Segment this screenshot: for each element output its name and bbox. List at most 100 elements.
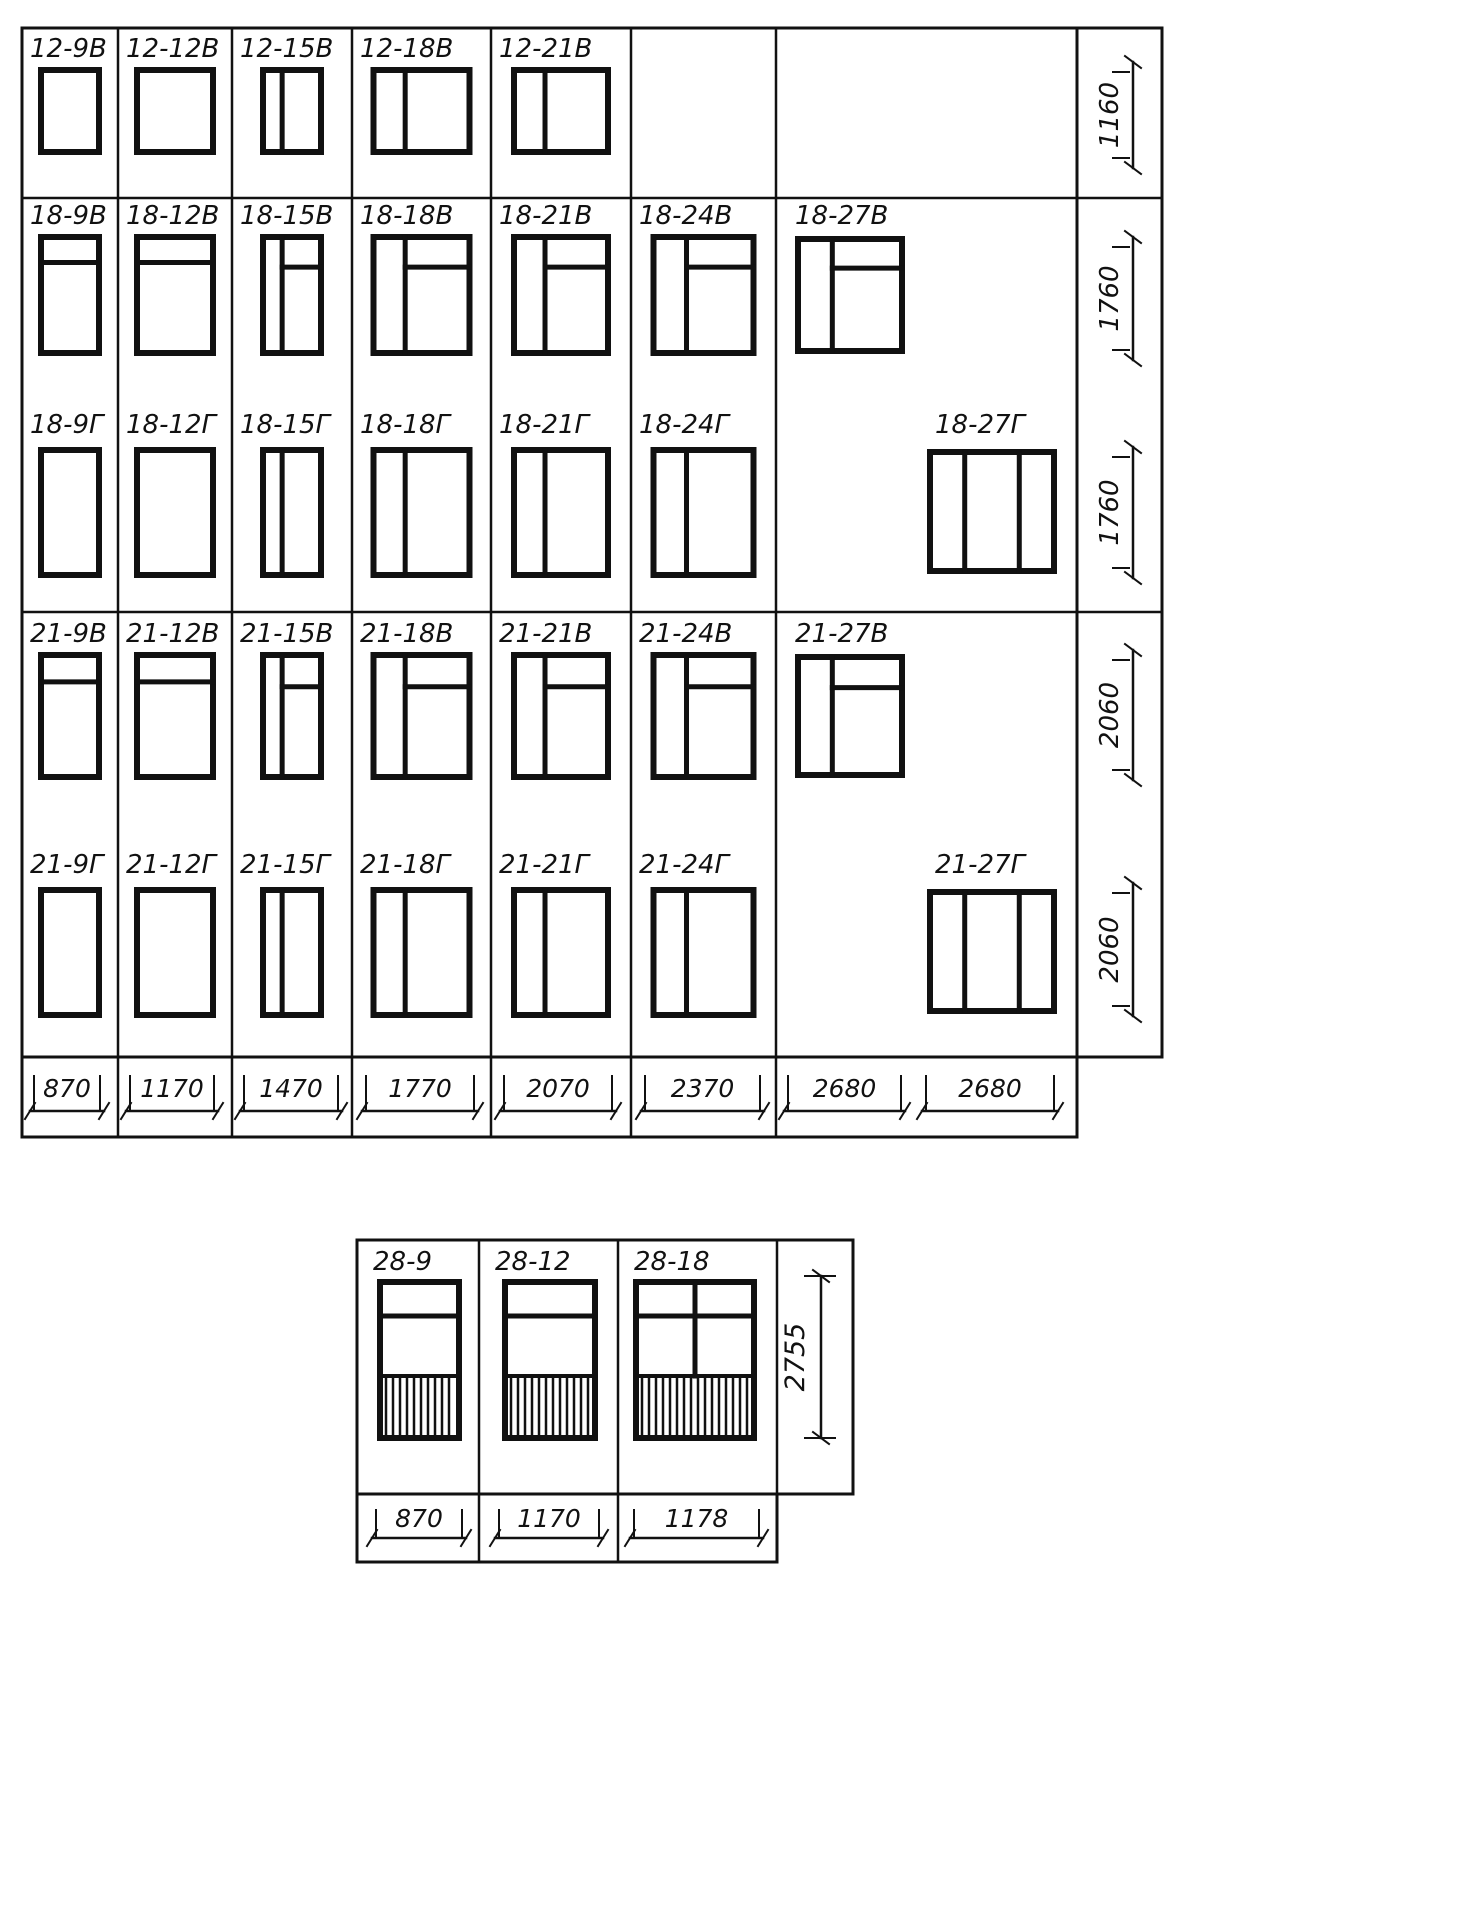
column-width-dimension: 1470 — [233, 1074, 349, 1121]
window-code-label: 21-24Г — [639, 850, 732, 880]
window-glyph — [650, 887, 757, 1018]
window-frame — [134, 887, 216, 1018]
window-frame — [370, 67, 473, 155]
window-code-label: 21-18Г — [360, 850, 453, 880]
window-frame — [511, 67, 611, 155]
window-code-label: 18-24В — [639, 201, 732, 231]
window-code-label: 21-12Г — [126, 850, 219, 880]
column-width-label: 1178 — [665, 1504, 729, 1533]
window-code-label: 28-12 — [495, 1247, 571, 1277]
column-width-label: 1170 — [517, 1504, 581, 1533]
window-frame — [260, 447, 324, 578]
window-code-label: 21-15Г — [240, 850, 333, 880]
window-frame — [927, 449, 1057, 574]
column-width-dimension: 1770 — [355, 1074, 485, 1121]
door-frame — [377, 1279, 462, 1441]
window-glyph — [795, 654, 905, 778]
window-cell-18-9В: 18-9В — [30, 201, 107, 356]
window-glyph — [134, 652, 216, 780]
row-height-label: 2060 — [1095, 916, 1125, 982]
dimension-tick — [1123, 160, 1143, 176]
column-width-label: 2370 — [671, 1074, 735, 1103]
window-glyph — [927, 449, 1057, 574]
window-glyph — [134, 447, 216, 578]
window-frame — [927, 889, 1057, 1014]
column-width-dimension: 1170 — [119, 1074, 225, 1121]
row-height-label: 1760 — [1095, 265, 1125, 331]
window-code-label: 18-12В — [126, 201, 219, 231]
row-height-label: 1760 — [1095, 479, 1125, 545]
window-cell-21-27В: 21-27В — [795, 619, 905, 778]
window-cell-12-18В: 12-18В — [360, 34, 473, 155]
window-cell-12-12В: 12-12В — [126, 34, 219, 155]
window-code-label: 21-18В — [360, 619, 453, 649]
window-glyph — [650, 234, 757, 356]
window-frame — [38, 234, 102, 356]
window-cell-18-12В: 18-12В — [126, 201, 219, 356]
window-frame — [134, 67, 216, 155]
window-frame — [260, 652, 324, 780]
dimension-tick — [97, 1101, 111, 1121]
dimension-tick — [1123, 1008, 1143, 1024]
window-code-label: 18-27В — [795, 201, 888, 231]
window-code-label: 21-27В — [795, 619, 888, 649]
window-glyph — [511, 234, 611, 356]
window-glyph — [38, 887, 102, 1018]
window-glyph — [511, 447, 611, 578]
window-cell-21-21В: 21-21В — [499, 619, 611, 780]
balcony-height-dimension: 2755 — [780, 1268, 836, 1446]
dimension-tick — [898, 1101, 912, 1121]
window-cell-21-24Г: 21-24Г — [639, 850, 757, 1018]
window-glyph — [38, 67, 102, 155]
dimension-tick — [459, 1528, 473, 1548]
window-code-label: 18-15В — [240, 201, 333, 231]
window-glyph — [795, 236, 905, 354]
window-frame — [650, 887, 757, 1018]
dimension-tick — [471, 1101, 485, 1121]
window-cell-18-18В: 18-18В — [360, 201, 473, 356]
window-code-label: 21-27Г — [935, 850, 1028, 880]
window-glyph — [38, 447, 102, 578]
row-height-dimension: 1760 — [1095, 229, 1143, 368]
column-width-label: 1470 — [259, 1074, 323, 1103]
window-glyph — [511, 67, 611, 155]
window-cell-18-27В: 18-27В — [795, 201, 905, 354]
window-cell-18-9Г: 18-9Г — [30, 410, 106, 578]
column-width-label: 2680 — [958, 1074, 1022, 1103]
window-frame — [134, 447, 216, 578]
window-frame — [38, 887, 102, 1018]
window-glyph — [650, 652, 757, 780]
column-width-dimension: 1178 — [623, 1504, 770, 1548]
window-code-label: 18-18В — [360, 201, 453, 231]
window-cell-12-21В: 12-21В — [499, 34, 611, 155]
column-width-dimension: 2680 — [915, 1074, 1065, 1121]
balcony-cell-28-18: 28-18 — [633, 1247, 757, 1441]
column-width-dimension: 1170 — [488, 1504, 610, 1548]
window-frame — [650, 234, 757, 356]
window-code-label: 18-12Г — [126, 410, 219, 440]
dimension-tick — [335, 1101, 349, 1121]
window-glyph — [134, 67, 216, 155]
window-frame — [795, 236, 905, 354]
window-glyph — [260, 234, 324, 356]
window-frame — [511, 887, 611, 1018]
window-frame — [511, 652, 611, 780]
window-glyph — [650, 447, 757, 578]
window-cell-21-18Г: 21-18Г — [360, 850, 473, 1018]
column-width-label: 1170 — [140, 1074, 204, 1103]
dimension-tick — [1051, 1101, 1065, 1121]
row-height-label: 2060 — [1095, 682, 1125, 748]
window-cell-21-9Г: 21-9Г — [30, 850, 106, 1018]
window-code-label: 12-18В — [360, 34, 453, 64]
window-frame — [260, 234, 324, 356]
window-glyph — [370, 234, 473, 356]
dimension-tick — [1123, 229, 1143, 245]
window-cell-21-24В: 21-24В — [639, 619, 757, 780]
window-cell-21-21Г: 21-21Г — [499, 850, 611, 1018]
window-cell-18-27Г: 18-27Г — [927, 410, 1057, 574]
window-code-label: 18-21В — [499, 201, 592, 231]
window-cell-18-15Г: 18-15Г — [240, 410, 333, 578]
window-cell-18-24В: 18-24В — [639, 201, 757, 356]
window-frame — [38, 447, 102, 578]
